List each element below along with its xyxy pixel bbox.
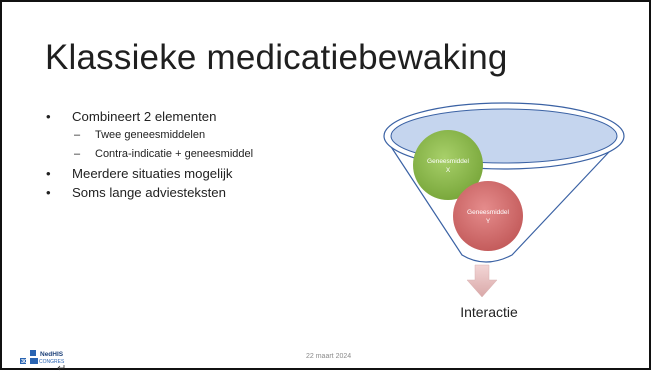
circle-y-label: Geneesmiddel xyxy=(467,209,509,216)
bullet-item: • Meerdere situaties mogelijk xyxy=(46,164,366,183)
circle-geneesmiddel-x xyxy=(413,130,483,200)
dash-icon: – xyxy=(74,129,81,141)
bullet-text: Combineert 2 elementen xyxy=(72,109,217,124)
bullet-icon: • xyxy=(46,109,51,124)
circle-geneesmiddel-y xyxy=(453,181,523,251)
bullet-list: • Combineert 2 elementen – Twee geneesmi… xyxy=(46,107,366,202)
dash-icon: – xyxy=(74,148,81,160)
nedhis-logo: NedHIS 30 CONGRES xyxy=(20,350,65,371)
circle-x-sublabel: X xyxy=(446,167,451,174)
diagram-caption: Interactie xyxy=(460,304,518,320)
sub-bullet-item: – Twee geneesmiddelen xyxy=(46,126,366,145)
bullet-text: Soms lange adviesteksten xyxy=(72,185,226,200)
sub-bullet-item: – Contra-indicatie + geneesmiddel xyxy=(46,145,366,164)
bullet-icon: • xyxy=(46,166,51,181)
slide-title: Klassieke medicatiebewaking xyxy=(45,38,508,77)
circle-x-label: Geneesmiddel xyxy=(427,158,469,165)
bullet-item: • Combineert 2 elementen xyxy=(46,107,366,126)
arrow-down-icon xyxy=(466,264,498,298)
logo-number: 30 xyxy=(21,359,27,365)
sub-bullet-text: Contra-indicatie + geneesmiddel xyxy=(95,148,254,160)
sub-bullet-text: Twee geneesmiddelen xyxy=(95,129,206,141)
bullet-text: Meerdere situaties mogelijk xyxy=(72,166,233,181)
logo-subtitle: CONGRES xyxy=(39,359,65,365)
bullet-item: • Soms lange adviesteksten xyxy=(46,183,366,202)
logo-title: NedHIS xyxy=(40,351,64,358)
funnel-diagram: Geneesmiddel X Geneesmiddel Y xyxy=(383,102,625,298)
bullet-icon: • xyxy=(46,185,51,200)
footer-date: 22 maart 2024 xyxy=(306,353,352,360)
circle-y-sublabel: Y xyxy=(486,218,491,225)
